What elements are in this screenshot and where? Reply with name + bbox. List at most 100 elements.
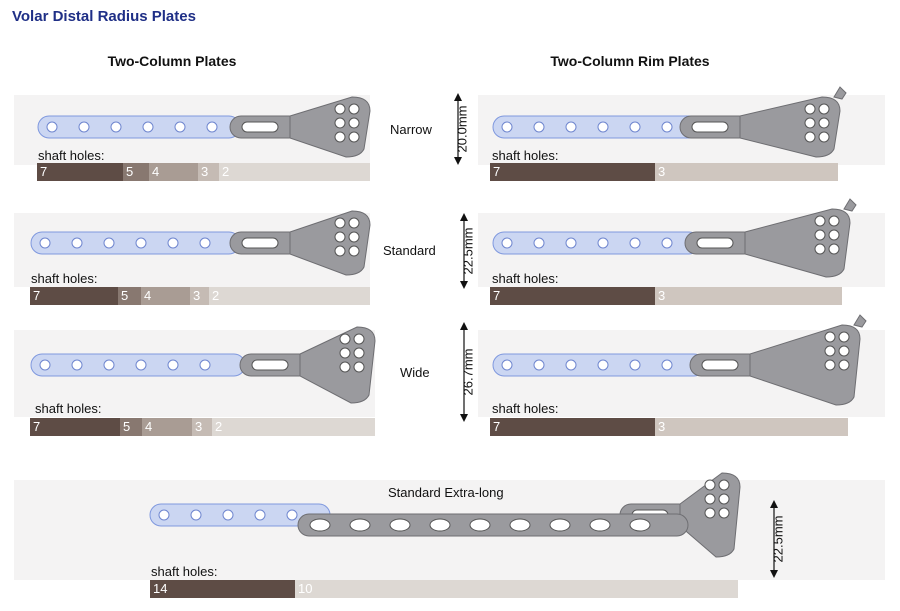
holes-segment: 7 [30, 418, 120, 436]
shaft-holes-bar: 7 3 [490, 287, 842, 305]
screw-hole [597, 121, 609, 133]
locking-hole [804, 117, 816, 129]
rim-prong [833, 86, 847, 100]
row-label-standard: Standard [383, 243, 436, 258]
holes-segment: 4 [149, 163, 198, 181]
slot-hole [251, 359, 289, 371]
locking-hole [804, 131, 816, 143]
slot-hole [696, 237, 734, 249]
slot-hole [241, 237, 279, 249]
screw-hole [142, 121, 154, 133]
plate-head [739, 96, 841, 158]
screw-hole [78, 121, 90, 133]
locking-hole [838, 359, 850, 371]
width-value: 22.5mm [770, 515, 786, 563]
locking-hole [718, 493, 730, 505]
locking-hole [348, 117, 360, 129]
arrow-down-icon [460, 414, 468, 422]
locking-hole [704, 493, 716, 505]
locking-hole [828, 215, 840, 227]
locking-hole [718, 507, 730, 519]
holes-segment: 7 [490, 163, 655, 181]
shaft-holes-bar: 14 10 [150, 580, 738, 598]
holes-segment: 2 [219, 163, 370, 181]
locking-hole [334, 231, 346, 243]
screw-hole [190, 509, 202, 521]
locking-hole [814, 215, 826, 227]
locking-hole [348, 245, 360, 257]
holes-segment: 5 [118, 287, 141, 305]
locking-hole [704, 507, 716, 519]
shaft-holes-label: shaft holes: [35, 401, 102, 416]
shaft-holes-label: shaft holes: [151, 564, 218, 579]
locking-hole [704, 479, 716, 491]
locking-hole [339, 347, 351, 359]
locking-hole [838, 345, 850, 357]
holes-segment: 3 [198, 163, 219, 181]
arrow-up-icon [454, 93, 462, 101]
locking-hole [818, 117, 830, 129]
holes-segment: 3 [655, 287, 842, 305]
screw-hole [286, 509, 298, 521]
screw-hole [589, 518, 611, 532]
locking-hole [718, 479, 730, 491]
locking-hole [334, 217, 346, 229]
screw-hole [501, 359, 513, 371]
screw-hole [597, 237, 609, 249]
shaft-holes-bar: 7 3 [490, 418, 848, 436]
screw-hole [71, 359, 83, 371]
holes-segment: 7 [30, 287, 118, 305]
screw-hole [661, 121, 673, 133]
holes-segment: 2 [209, 287, 370, 305]
screw-hole [661, 237, 673, 249]
holes-segment: 2 [212, 418, 375, 436]
screw-hole [533, 121, 545, 133]
slot-hole [241, 121, 279, 133]
holes-segment: 7 [37, 163, 123, 181]
locking-hole [339, 361, 351, 373]
plate-head [299, 326, 376, 404]
locking-hole [838, 331, 850, 343]
screw-hole [174, 121, 186, 133]
page-title: Volar Distal Radius Plates [12, 8, 196, 25]
width-dimension: 20.0mm [450, 93, 474, 165]
rim-prong [853, 314, 867, 328]
shaft-holes-bar: 7 3 [490, 163, 838, 181]
screw-hole [254, 509, 266, 521]
locking-hole [334, 245, 346, 257]
locking-hole [353, 361, 365, 373]
arrow-up-icon [460, 322, 468, 330]
screw-hole [565, 359, 577, 371]
locking-hole [818, 103, 830, 115]
screw-hole [206, 121, 218, 133]
holes-segment: 3 [192, 418, 212, 436]
locking-hole [348, 231, 360, 243]
screw-hole [629, 121, 641, 133]
locking-hole [339, 333, 351, 345]
screw-hole [565, 121, 577, 133]
width-dimension: 22.5mm [766, 500, 790, 578]
screw-hole [39, 359, 51, 371]
screw-hole [629, 237, 641, 249]
locking-hole [353, 333, 365, 345]
screw-hole [167, 359, 179, 371]
locking-hole [814, 229, 826, 241]
screw-hole [309, 518, 331, 532]
holes-segment: 3 [655, 418, 848, 436]
screw-hole [39, 237, 51, 249]
screw-hole [199, 237, 211, 249]
screw-hole [158, 509, 170, 521]
screw-hole [533, 237, 545, 249]
screw-hole [71, 237, 83, 249]
holes-segment: 4 [141, 287, 190, 305]
screw-hole [46, 121, 58, 133]
holes-segment: 7 [490, 418, 655, 436]
screw-hole [429, 518, 451, 532]
screw-hole [135, 359, 147, 371]
column-header-rim: Two-Column Rim Plates [550, 53, 710, 69]
plate-head [749, 324, 861, 406]
locking-hole [828, 243, 840, 255]
shaft-holes-label: shaft holes: [492, 271, 559, 286]
row-label-wide: Wide [400, 365, 430, 380]
